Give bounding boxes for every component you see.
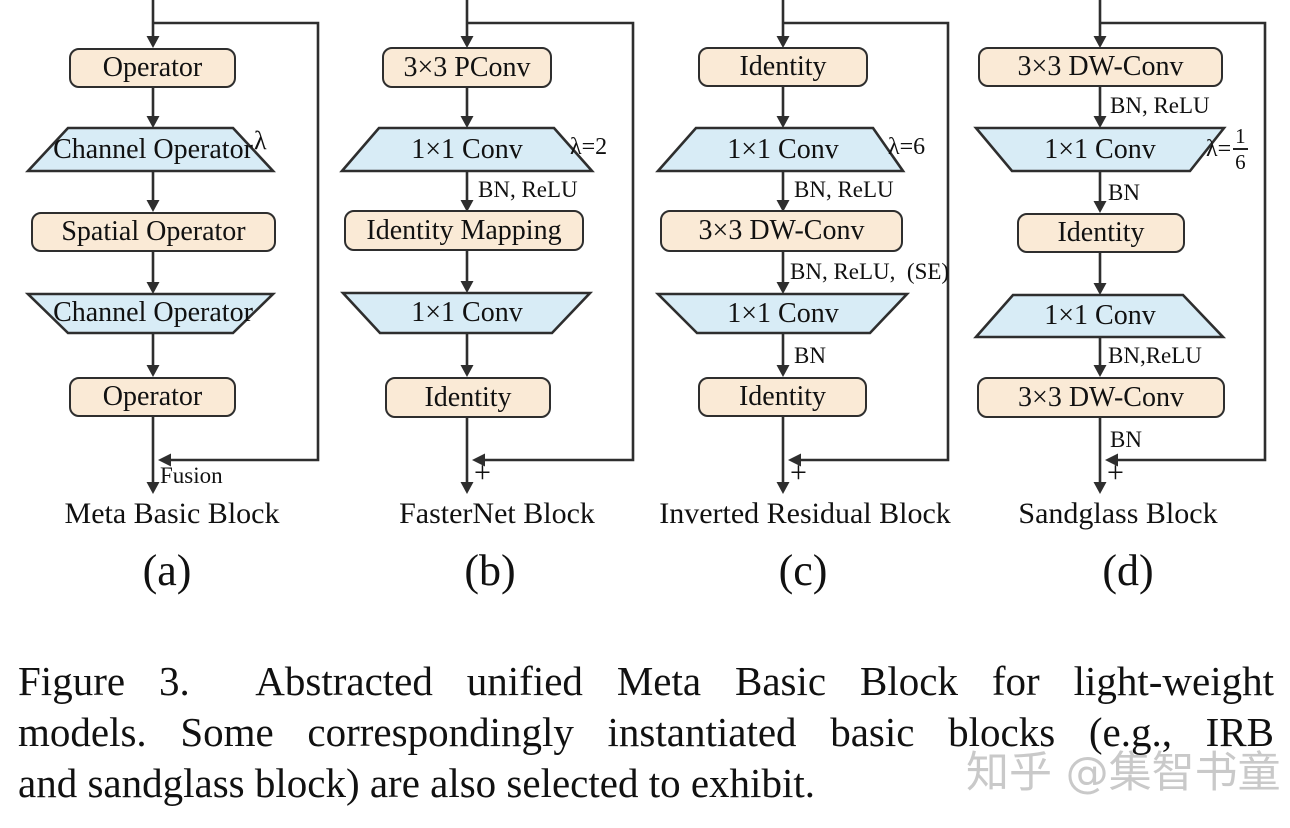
arrowheads [146,36,1118,494]
lambda-label-c: λ=6 [888,134,926,160]
lambda-label-d: λ= 1 6 [1206,124,1248,174]
lambda-fraction-d: 1 6 [1233,124,1248,174]
bn-relu-se-label-c: BN, ReLU, (SE) [790,259,950,284]
node-identity-c1: Identity [698,47,868,87]
col-d-trapezoid-expand [973,293,1227,339]
col-c-trapezoid-reduce [654,292,911,335]
col-a-trapezoid-reduce [24,292,277,335]
lambda-denominator: 6 [1233,147,1248,174]
node-conv1x1-b2: 1×1 Conv [411,297,523,328]
block-name-b: FasterNet Block [399,497,595,530]
lambda-prefix-d: λ= [1206,136,1232,162]
bn-relu-label-c1: BN, ReLU [794,177,894,202]
node-conv1x1-d2: 1×1 Conv [1044,300,1156,331]
bn-relu-label-d1: BN, ReLU [1110,93,1210,118]
bn-label-c: BN [794,343,826,368]
node-conv1x1-c1: 1×1 Conv [727,134,839,165]
node-dwconv-c: 3×3 DW-Conv [660,210,903,252]
caption-line-3: and sandglass block) are also selected t… [18,760,815,806]
col-d-connectors [1098,0,1267,482]
plus-label-c: + [790,456,807,489]
bn-relu-label-d2: BN,ReLU [1108,343,1202,368]
lambda-label-b: λ=2 [570,134,608,160]
figure-caption: Figure 3. Abstracted unified Meta Basic … [18,656,1274,809]
node-pconv: 3×3 PConv [382,47,552,88]
zhihu-watermark: 知乎 @集智书童 [966,748,1281,798]
node-conv1x1-d1: 1×1 Conv [1044,134,1156,165]
plus-label-d: + [1107,456,1124,489]
block-name-c: Inverted Residual Block [659,497,951,530]
node-dwconv-d1: 3×3 DW-Conv [978,47,1223,87]
lambda-label-a: λ [254,126,267,155]
caption-line-2: models. Some correspondingly instantiate… [18,709,1274,755]
node-dwconv-d2: 3×3 DW-Conv [977,377,1225,418]
node-identity-b: Identity [385,377,551,418]
plus-label-b: + [474,456,491,489]
subfigure-letter-b: (b) [464,546,516,595]
node-identity-c2: Identity [698,377,867,417]
col-d-trapezoid-reduce [973,126,1227,173]
subfigure-letter-a: (a) [142,546,192,595]
col-a-trapezoid-expand [25,126,276,173]
lambda-numerator: 1 [1235,124,1246,149]
block-name-d: Sandglass Block [1018,497,1218,530]
col-c-trapezoid-expand [655,126,906,173]
bn-label-d2: BN [1110,427,1142,452]
node-conv1x1-c2: 1×1 Conv [727,297,839,329]
node-operator-1: Operator [69,48,236,88]
col-b-trapezoid-expand [339,126,595,173]
caption-line-1: Figure 3. Abstracted unified Meta Basic … [18,658,1274,704]
bn-relu-label-b: BN, ReLU [478,177,578,202]
node-operator-2: Operator [69,377,236,417]
block-name-a: Meta Basic Block [64,497,280,530]
col-a-connectors [151,0,320,482]
fusion-label: Fusion [160,463,223,488]
bn-label-d1: BN [1108,180,1140,205]
col-b-trapezoid-reduce [340,291,594,335]
node-identity-mapping: Identity Mapping [344,210,584,251]
node-channel-operator-1: Channel Operator [53,134,253,165]
col-b-connectors [465,0,635,482]
col-c-connectors [781,0,950,482]
subfigure-letter-c: (c) [778,546,828,595]
diagram-connectors-layer [24,0,1267,494]
node-channel-operator-2: Channel Operator [53,297,253,328]
node-conv1x1-b1: 1×1 Conv [411,134,523,165]
node-identity-d: Identity [1017,213,1185,253]
subfigure-letter-d: (d) [1102,546,1154,595]
node-spatial-operator: Spatial Operator [31,212,276,252]
